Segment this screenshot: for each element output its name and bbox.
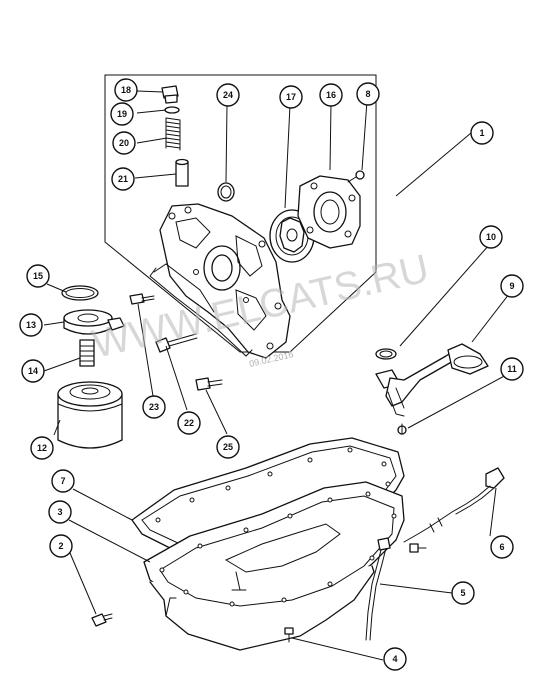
inset-frame [104, 74, 377, 353]
callout-16: 16 [319, 83, 343, 107]
callout-label: 21 [118, 174, 128, 184]
callout-21: 21 [111, 167, 135, 191]
callout-label: 18 [121, 85, 131, 95]
callout-label: 10 [486, 232, 496, 242]
callout-label: 9 [509, 281, 514, 291]
oil-pan [143, 481, 405, 651]
callout-label: 5 [460, 588, 465, 598]
callout-label: 13 [26, 320, 36, 330]
bolt-25 [195, 377, 223, 391]
relief-valve-cap [161, 85, 179, 104]
callout-label: 3 [57, 507, 62, 517]
callout-label: 23 [149, 402, 159, 412]
callout-3: 3 [48, 500, 72, 524]
dipstick [403, 467, 505, 543]
callout-label: 1 [479, 128, 484, 138]
callout-label: 6 [499, 542, 504, 552]
callout-label: 7 [60, 476, 65, 486]
callout-5: 5 [451, 581, 475, 605]
relief-valve-plunger [175, 158, 189, 187]
callout-label: 19 [117, 109, 127, 119]
callout-22: 22 [177, 411, 201, 435]
callout-6: 6 [490, 535, 514, 559]
filter-adapter [63, 309, 125, 335]
callout-label: 2 [58, 541, 63, 551]
filter-gasket [61, 285, 99, 301]
drain-plug [91, 613, 113, 627]
callout-2: 2 [49, 534, 73, 558]
cover-screw [347, 170, 365, 183]
o-ring [217, 182, 235, 202]
callout-label: 12 [37, 443, 47, 453]
callout-9: 9 [500, 274, 524, 298]
callout-label: 24 [223, 90, 233, 100]
oil-filter [57, 381, 123, 449]
callout-8: 8 [356, 82, 380, 106]
callout-1: 1 [470, 121, 494, 145]
callout-19: 19 [110, 102, 134, 126]
callout-label: 22 [184, 418, 194, 428]
callout-13: 13 [19, 313, 43, 337]
callout-label: 15 [33, 271, 43, 281]
pan-bolt [284, 627, 294, 643]
callout-24: 24 [216, 83, 240, 107]
dipstick-tube [365, 537, 427, 641]
callout-14: 14 [21, 359, 45, 383]
callout-label: 25 [223, 442, 233, 452]
callout-4: 4 [383, 647, 407, 671]
callout-25: 25 [216, 435, 240, 459]
callout-17: 17 [279, 85, 303, 109]
filter-nipple [79, 339, 95, 367]
callout-20: 20 [112, 131, 136, 155]
callout-15: 15 [26, 264, 50, 288]
pickup-bolt [397, 423, 407, 435]
pump-cover [297, 175, 361, 249]
callout-label: 11 [507, 364, 517, 374]
callout-label: 8 [365, 89, 370, 99]
leader-lines [43, 90, 510, 661]
oil-pump-housing [149, 203, 291, 359]
relief-valve-spring [165, 117, 181, 151]
callout-7: 7 [51, 469, 75, 493]
callout-label: 14 [28, 366, 38, 376]
callout-label: 20 [119, 138, 129, 148]
callout-label: 17 [286, 92, 296, 102]
oil-pickup-tube [375, 343, 489, 417]
relief-valve-gasket [164, 106, 180, 114]
callout-12: 12 [30, 436, 54, 460]
bolt-23 [129, 293, 155, 305]
callout-10: 10 [479, 225, 503, 249]
callout-label: 16 [326, 90, 336, 100]
pickup-o-ring [375, 348, 397, 360]
callout-18: 18 [114, 78, 138, 102]
callout-11: 11 [500, 357, 524, 381]
callout-label: 4 [392, 654, 397, 664]
callout-23: 23 [142, 395, 166, 419]
